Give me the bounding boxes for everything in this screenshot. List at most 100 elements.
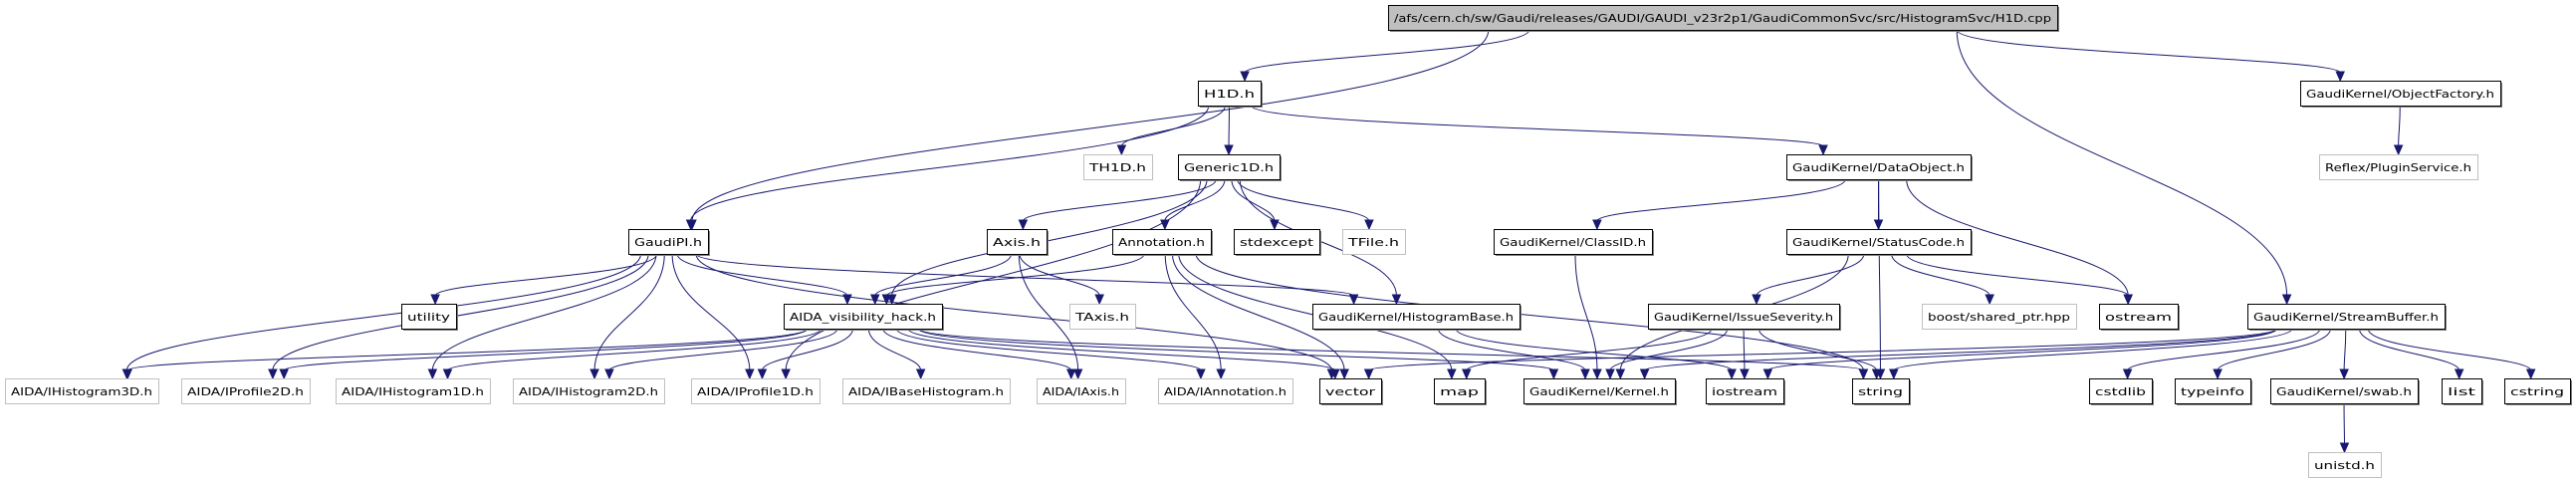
node-label: GaudiKernel/StreamBuffer.h: [2253, 311, 2439, 324]
node-gaudikernel-histogrambase-h[interactable]: GaudiKernel/HistogramBase.h: [1312, 304, 1522, 332]
arrowhead-gaudipi-to-ihistogram2d: [589, 368, 599, 380]
node-cstdlib[interactable]: cstdlib: [2089, 378, 2155, 406]
node-gaudikernel-statuscode-h[interactable]: GaudiKernel/StatusCode.h: [1786, 229, 1974, 257]
node-gaudikernel-dataobject-h[interactable]: GaudiKernel/DataObject.h: [1786, 154, 1974, 182]
node-box: [2300, 81, 2501, 107]
node-label: list: [2448, 385, 2476, 398]
node-map[interactable]: map: [1434, 378, 1488, 406]
arrowhead-histogrambase-to-iostream: [1727, 368, 1737, 380]
node-label: cstdlib: [2095, 385, 2146, 398]
node-box: [1112, 229, 1212, 255]
node-box: [1312, 304, 1521, 330]
edge-streambuffer-to-cstring: [2367, 328, 2532, 371]
arrowhead-h1d-to-generic1d: [1224, 144, 1234, 156]
arrowhead-aidavis-to-iprofile2d: [279, 368, 289, 380]
edge-statuscode-to-shared-ptr: [1891, 253, 1991, 297]
edge-generic1d-to-tfile: [1237, 178, 1370, 222]
node-aida-visibility-hack-h[interactable]: AIDA_visibility_hack.h: [784, 304, 945, 332]
node-box: [1178, 154, 1281, 180]
arrowhead-statuscode-to-shared-ptr: [1985, 294, 1994, 306]
node-label: GaudiKernel/ObjectFactory.h: [2306, 88, 2494, 101]
node-stdexcept[interactable]: stdexcept: [1234, 229, 1322, 257]
node-label: AIDA/IHistogram1D.h: [342, 385, 484, 398]
node-label: AIDA_visibility_hack.h: [790, 311, 936, 324]
edge-aidavis-to-iprofile2d: [283, 328, 809, 371]
node-box: [1083, 154, 1153, 180]
edge-aidavis-to-vector: [907, 328, 1336, 371]
edge-root-to-h1d: [1244, 29, 1530, 74]
node-cstring[interactable]: cstring: [2504, 378, 2573, 406]
node-box: [1434, 378, 1486, 404]
node-box: [1852, 378, 1910, 404]
node-axis-h[interactable]: Axis.h: [987, 229, 1050, 257]
node-gaudipi-h[interactable]: GaudiPI.h: [628, 229, 711, 257]
node-generic1d-h[interactable]: Generic1D.h: [1178, 154, 1283, 182]
node-label: TFile.h: [1347, 236, 1399, 249]
node-label: ostream: [2105, 311, 2172, 324]
node-gaudikernel-issueseverity-h[interactable]: GaudiKernel/IssueSeverity.h: [1648, 304, 1842, 332]
node-label: GaudiPI.h: [634, 236, 702, 249]
arrowhead-root-to-objectfactory: [2335, 71, 2345, 83]
node-box: [2270, 378, 2419, 404]
nodes-layer: /afs/cern.ch/sw/Gaudi/releases/GAUDI/GAU…: [5, 5, 2573, 478]
node-gaudikernel-kernel-h[interactable]: GaudiKernel/Kernel.h: [1523, 378, 1678, 406]
node-annotation-h[interactable]: Annotation.h: [1112, 229, 1214, 257]
node-gaudikernel-objectfactory-h[interactable]: GaudiKernel/ObjectFactory.h: [2300, 81, 2503, 109]
node-list[interactable]: list: [2442, 378, 2484, 406]
node-h1d-h[interactable]: H1D.h: [1198, 81, 1264, 109]
root-file-node[interactable]: /afs/cern.ch/sw/Gaudi/releases/GAUDI/GAU…: [1388, 5, 2060, 33]
node-typeinfo[interactable]: typeinfo: [2175, 378, 2253, 406]
arrowhead-aidavis-to-iannotation: [1196, 368, 1206, 380]
arrowhead-aidavis-to-iaxis: [1065, 368, 1076, 380]
node-utility[interactable]: utility: [401, 304, 459, 332]
node-label: AIDA/IProfile1D.h: [697, 385, 814, 398]
edge-statuscode-to-issueseverity: [1756, 253, 1865, 297]
node-label: iostream: [1712, 385, 1777, 398]
edge-axis-to-iaxis: [1018, 253, 1079, 371]
node-box: [2442, 378, 2482, 404]
node-label: string: [1858, 385, 1903, 398]
arrowhead-annotation-to-map: [1447, 368, 1457, 380]
edge-dataobject-to-string: [1878, 178, 1881, 371]
edge-streambuffer-to-kernel: [1644, 328, 2278, 371]
edge-aidavis-to-iprofile1d: [761, 328, 853, 371]
arrowhead-streambuffer-to-iostream: [1762, 368, 1773, 380]
arrowhead-issueseverity-to-string: [1871, 368, 1882, 380]
edge-aidavis-to-ihistogram3d: [126, 328, 809, 371]
arrowhead-streambuffer-to-cstdlib: [2122, 368, 2133, 380]
node-box: [1523, 378, 1676, 404]
node-box: [2308, 452, 2382, 478]
node-gaudikernel-classid-h[interactable]: GaudiKernel/ClassID.h: [1494, 229, 1655, 257]
node-th1d-h: TH1D.h: [1083, 154, 1153, 180]
node-iostream[interactable]: iostream: [1706, 378, 1786, 406]
arrowhead-aidavis-to-ibasehistogram: [915, 368, 926, 380]
arrowhead-root-to-streambuffer: [2281, 294, 2292, 306]
edge-root-to-streambuffer: [1956, 29, 2288, 297]
arrowhead-histogrambase-to-kernel: [1580, 368, 1590, 380]
node-box: [1494, 229, 1653, 255]
edge-generic1d-to-axis: [1022, 178, 1217, 222]
arrowhead-issueseverity-to-iostream: [1740, 368, 1750, 380]
node-label: Generic1D.h: [1184, 161, 1274, 174]
node-label: GaudiKernel/swab.h: [2276, 385, 2412, 398]
node-gaudikernel-swab-h[interactable]: GaudiKernel/swab.h: [2270, 378, 2421, 406]
arrowhead-streambuffer-to-vector: [1363, 368, 1374, 380]
edge-aidavis-to-string: [917, 328, 1864, 371]
node-gaudikernel-streambuffer-h[interactable]: GaudiKernel/StreamBuffer.h: [2247, 304, 2448, 332]
node-box: [336, 378, 491, 404]
edge-h1d-to-gaudipi: [690, 105, 1210, 222]
node-ostream[interactable]: ostream: [2099, 304, 2181, 332]
node-string[interactable]: string: [1852, 378, 1912, 406]
edge-gaudipi-to-iprofile2d: [272, 253, 649, 371]
node-box: [1158, 378, 1293, 404]
arrowhead-aidavis-to-kernel: [1548, 368, 1559, 380]
node-label: GaudiKernel/Kernel.h: [1529, 385, 1669, 398]
arrowhead-root-to-h1d: [1240, 71, 1250, 83]
edges-layer: [121, 29, 2536, 454]
node-vector[interactable]: vector: [1319, 378, 1384, 406]
node-box: [2319, 154, 2478, 180]
edge-streambuffer-to-vector: [1368, 328, 2278, 371]
edge-gaudipi-to-histogrambase: [695, 253, 1355, 297]
arrowhead-gaudipi-to-utility: [430, 294, 440, 306]
edge-gaudipi-to-utility: [434, 253, 658, 297]
